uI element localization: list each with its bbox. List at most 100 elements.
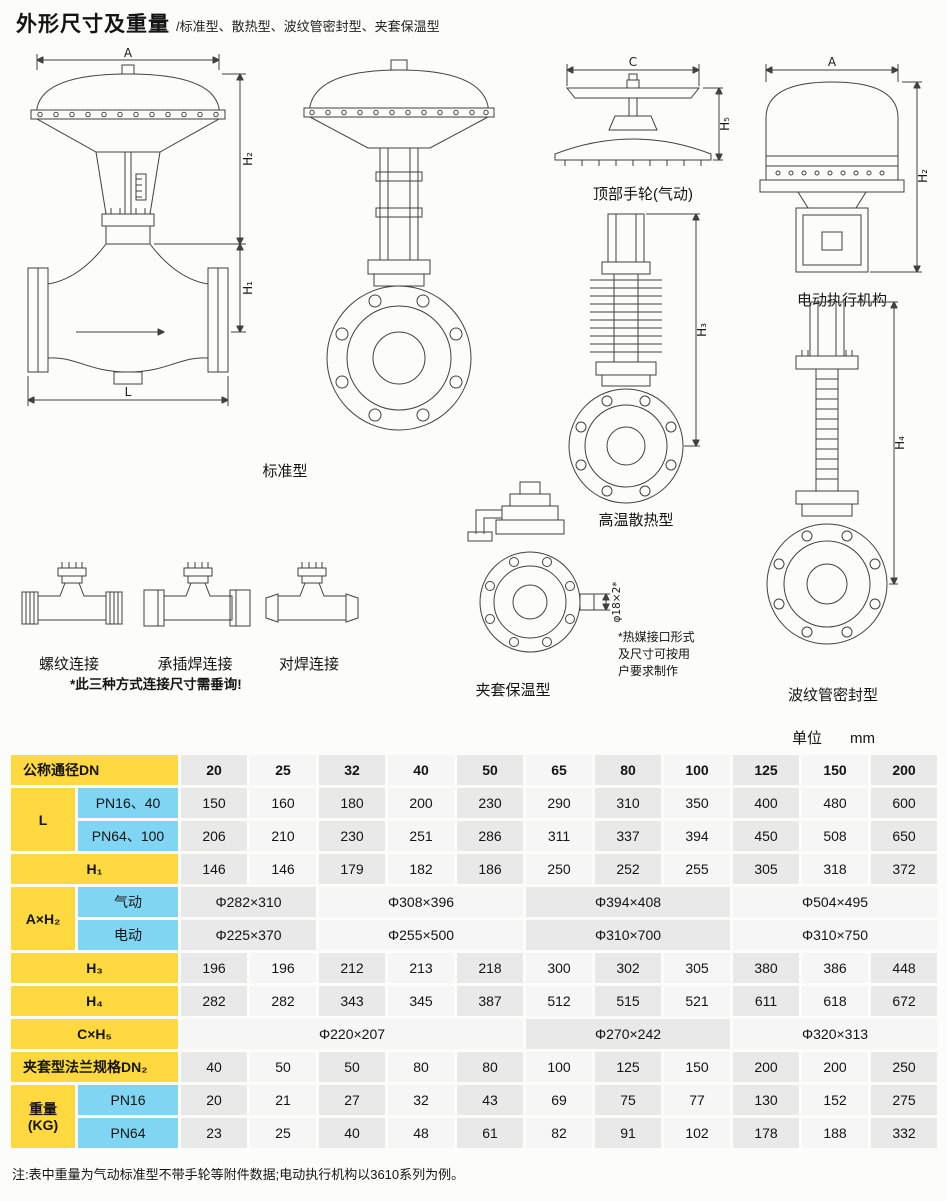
dim-h1-label: H₁ [241,281,255,295]
cell: 386 [802,953,868,983]
high-temp-valve-drawing: H₃ [568,206,709,504]
cell: 102 [664,1118,730,1148]
page-header: 外形尺寸及重量 /标准型、散热型、波纹管密封型、夹套保温型 [16,8,440,38]
valve-front-view-drawing [303,59,495,431]
cell: 512 [526,986,592,1016]
cell: 178 [733,1118,799,1148]
cell: 255 [664,854,730,884]
cell: 448 [871,953,937,983]
cell: 80 [457,1052,523,1082]
footnote: 注:表中重量为气动标准型不带手轮等附件数据;电动执行机构以3610系列为例。 [12,1167,465,1182]
cell: 50 [250,1052,316,1082]
cell: 50 [319,1052,385,1082]
cell: 206 [181,821,247,851]
table-row-weight-pn64: PN64 23 25 40 48 61 82 91 102 178 188 33… [11,1118,937,1148]
caption-standard: 标准型 [262,463,308,480]
cell: Φ308×396 [319,887,523,917]
cell: 218 [457,953,523,983]
cell: 152 [802,1085,868,1115]
jacket-valve-drawing: φ18×2* [467,481,623,653]
unit-label: 单位 [792,730,823,747]
dim-port-label: φ18×2* [611,581,623,622]
cell: Φ504×495 [733,887,937,917]
cell: 130 [733,1085,799,1115]
jacket-note-line: 及尺寸可按用 [618,647,691,661]
jacket-note-line: 户要求制作 [618,664,679,678]
row-sublabel: PN16 [78,1085,178,1115]
cell: Φ225×370 [181,920,316,950]
cell: 21 [250,1085,316,1115]
cell: 32 [319,755,385,785]
unit-value: mm [850,730,876,747]
cell: 251 [388,821,454,851]
standard-valve-drawing: A H₂ H₁ L [12,46,255,406]
page-subtitle: /标准型、散热型、波纹管密封型、夹套保温型 [176,19,440,34]
cell: 350 [664,788,730,818]
cell: 100 [526,1052,592,1082]
cell: 77 [664,1085,730,1115]
weight-label-line1: 重量 [29,1100,57,1117]
threaded-connection-drawing [21,562,123,625]
caption-jacket: 夹套保温型 [475,682,551,699]
row-label-l: L [11,788,75,851]
cell: 196 [250,953,316,983]
cell: Φ255×500 [319,920,523,950]
cell: 521 [664,986,730,1016]
cell: 160 [250,788,316,818]
cell: 480 [802,788,868,818]
cell: 515 [595,986,661,1016]
cell: 200 [802,1052,868,1082]
cell: 23 [181,1118,247,1148]
table-row-weight-pn16: 重量 (KG) PN16 20 21 27 32 43 69 75 77 130… [11,1085,937,1148]
cell: 286 [457,821,523,851]
caption-high-temp: 高温散热型 [598,512,674,529]
row-label-h4: H₄ [11,986,178,1016]
cell: 332 [871,1118,937,1148]
cell: 282 [250,986,316,1016]
cell: 611 [733,986,799,1016]
cell: Φ320×313 [733,1019,937,1049]
table-row-h3: H₃ 196 196 212 213 218 300 302 305 380 3… [11,953,937,983]
table-row-axh2-pneumatic: A×H₂ 气动 Φ282×310 Φ308×396 Φ394×408 Φ504×… [11,887,937,950]
cell: 212 [319,953,385,983]
cell: 40 [181,1052,247,1082]
cell: 43 [457,1085,523,1115]
cell: 61 [457,1118,523,1148]
dim-h2-label: H₂ [241,152,255,166]
cell: Φ310×700 [526,920,730,950]
cell: 20 [181,755,247,785]
table-row-h4: H₄ 282 282 343 345 387 512 515 521 611 6… [11,986,937,1016]
dim-h3-label: H₃ [695,323,709,337]
jacket-note-line: *热媒接口形式 [618,630,695,644]
cell: 100 [664,755,730,785]
cell: 213 [388,953,454,983]
caption-threaded: 螺纹连接 [38,656,99,673]
cell: 80 [388,1052,454,1082]
bellows-valve-drawing: H₄ [766,296,907,645]
cell: 290 [526,788,592,818]
cell: 230 [457,788,523,818]
caption-socket-weld: 承插焊连接 [157,656,233,673]
row-sublabel: 气动 [78,887,178,917]
dim-h2-label: H₂ [916,169,930,183]
dim-a-label: A [828,55,837,69]
cell: 25 [250,1118,316,1148]
cell: Φ394×408 [526,887,730,917]
cell: Φ270×242 [526,1019,730,1049]
table-row-h1: H₁ 146 146 179 182 186 250 252 255 305 3… [11,854,937,884]
cell: 300 [526,953,592,983]
cell: 20 [181,1085,247,1115]
weight-label-line2: (KG) [27,1116,59,1133]
top-handwheel-drawing: C H₅ [554,55,732,166]
cell: 450 [733,821,799,851]
cell: 125 [595,1052,661,1082]
cell: 343 [319,986,385,1016]
cell: 230 [319,821,385,851]
row-sublabel: PN16、40 [78,788,178,818]
dim-c-label: C [629,55,637,69]
cell: 27 [319,1085,385,1115]
cell: 311 [526,821,592,851]
cell: 75 [595,1085,661,1115]
caption-top-handwheel: 顶部手轮(气动) [593,186,693,203]
